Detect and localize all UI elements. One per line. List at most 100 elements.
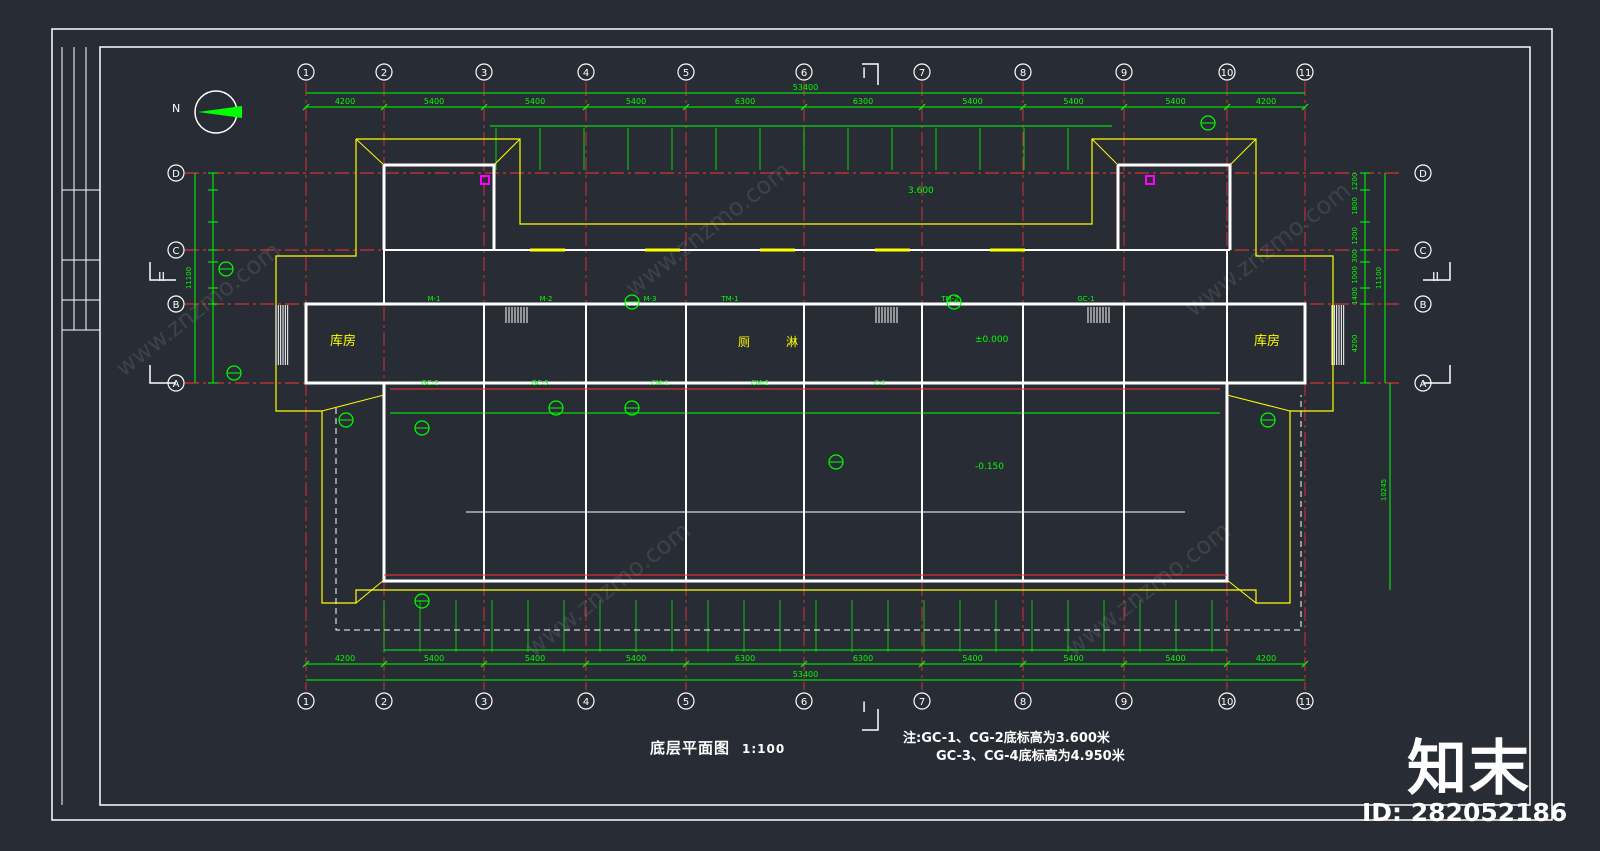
brand-id: ID: 282052186 — [1362, 798, 1568, 827]
dim-tick — [1301, 660, 1309, 668]
axis-bubble-label: 5 — [683, 68, 689, 79]
level-label-1: ±0.000 — [975, 335, 1009, 345]
north-label: N — [172, 102, 181, 115]
dim-tick — [1301, 103, 1309, 111]
magenta-marker — [480, 175, 490, 185]
drawing-scale: 1:100 — [742, 742, 786, 756]
axis-bubble-label: 10 — [1221, 697, 1234, 708]
building-walls — [275, 163, 1345, 583]
dim-total-label: 53400 — [793, 670, 818, 679]
dim-tick — [380, 660, 388, 668]
axis-bubble-col — [1296, 63, 1314, 81]
axis-bubble-col — [1218, 63, 1236, 81]
axis-bubble-label: 3 — [481, 68, 487, 79]
axis-bubble-label: 9 — [1121, 697, 1127, 708]
dim-label: 4200 — [335, 654, 355, 663]
axis-bubble-label: 3 — [481, 697, 487, 708]
axis-bubble-label: 9 — [1121, 68, 1127, 79]
dim-label: 4200 — [1256, 654, 1276, 663]
dim-total-label: 10245 — [1380, 479, 1388, 501]
axis-bubble-label: 11 — [1299, 697, 1312, 708]
axis-bubble-col — [577, 63, 595, 81]
axis-bubble-col — [677, 692, 695, 710]
room-label-hall-2: 淋 — [786, 335, 799, 349]
section-mark-bottom: I — [862, 700, 867, 716]
dim-tick — [682, 103, 690, 111]
wall-left-block — [384, 163, 496, 250]
axis-bubble-label: 6 — [801, 68, 807, 79]
dim-tick — [1223, 103, 1231, 111]
site-boundary — [335, 395, 1302, 631]
dim-label: 5400 — [626, 654, 646, 663]
section-bracket-left — [149, 365, 176, 384]
section-mark-right: II — [1432, 270, 1440, 284]
axis-bubble-label: 10 — [1221, 68, 1234, 79]
axis-bubble-col — [375, 692, 393, 710]
roof-hip — [355, 138, 385, 166]
axis-bubble-row — [1414, 164, 1432, 182]
dim-label: 5400 — [962, 97, 982, 106]
dim-label: 6300 — [735, 654, 755, 663]
axis-bubble-label: 8 — [1020, 697, 1026, 708]
dim-label: 5400 — [1165, 654, 1185, 663]
door-label: CM-1 — [651, 379, 669, 387]
door-label: GC-2 — [421, 379, 438, 387]
section-bracket-bottom — [862, 709, 879, 731]
roof-hip — [493, 138, 521, 166]
dim-tick — [480, 660, 488, 668]
magenta-marker — [1145, 175, 1155, 185]
axis-bubble-col — [913, 63, 931, 81]
axis-bubble-label: 8 — [1020, 68, 1026, 79]
note-line-1: 注:GC-1、CG-2底标高为3.600米 — [903, 731, 1110, 746]
dim-tick — [380, 103, 388, 111]
dim-label: 1200 — [1351, 173, 1359, 191]
door-label: GC-1 — [1077, 295, 1094, 303]
dim-label: 5400 — [962, 654, 982, 663]
dim-label: 1000 — [1351, 266, 1359, 284]
axis-bubble-col — [475, 63, 493, 81]
roof-hip — [1226, 394, 1291, 412]
outer-border — [51, 28, 1553, 821]
axis-bubble-col — [1014, 692, 1032, 710]
axis-bubble-col — [795, 63, 813, 81]
axis-bubble-label: 7 — [919, 697, 925, 708]
dim-tick — [1120, 660, 1128, 668]
building-outline — [275, 138, 1334, 631]
door-label: GC-3 — [531, 379, 548, 387]
roof-hip — [355, 579, 385, 604]
axis-bubble-label: 4 — [583, 68, 589, 79]
dim-label: 300 — [1351, 249, 1359, 262]
axis-bubble-col — [297, 63, 315, 81]
axis-bubble-label: 2 — [381, 68, 387, 79]
dim-label: 1200 — [1351, 227, 1359, 245]
dim-tick — [918, 103, 926, 111]
axis-bubble-label: A — [173, 379, 180, 390]
axis-bubble-label: A — [1420, 379, 1427, 390]
wall-main-bar — [304, 302, 1307, 385]
door-label: M-3 — [643, 295, 656, 303]
dim-label: 6300 — [735, 97, 755, 106]
axis-bubble-row — [1414, 241, 1432, 259]
dim-label: 6300 — [853, 654, 873, 663]
axis-bubble-label: C — [1420, 246, 1427, 257]
dim-tick — [1223, 660, 1231, 668]
roof-hip — [1091, 138, 1119, 166]
dim-tick — [800, 103, 808, 111]
door-label: C-1 — [874, 379, 886, 387]
axis-bubble-label: C — [173, 246, 180, 257]
dim-label: 5400 — [424, 97, 444, 106]
dim-total-label: 11100 — [1375, 267, 1383, 289]
dim-label: 1800 — [1351, 197, 1359, 215]
axis-bubble-label: 5 — [683, 697, 689, 708]
roof-hip — [1229, 138, 1257, 166]
section-bracket-left — [149, 262, 176, 281]
north-arrow-pointer — [198, 106, 242, 118]
room-label-hall-1: 厕 — [738, 335, 751, 349]
axis-bubble-col — [1014, 63, 1032, 81]
dim-label: 5400 — [525, 654, 545, 663]
door-label: CM-2 — [751, 379, 769, 387]
dim-tick — [682, 660, 690, 668]
